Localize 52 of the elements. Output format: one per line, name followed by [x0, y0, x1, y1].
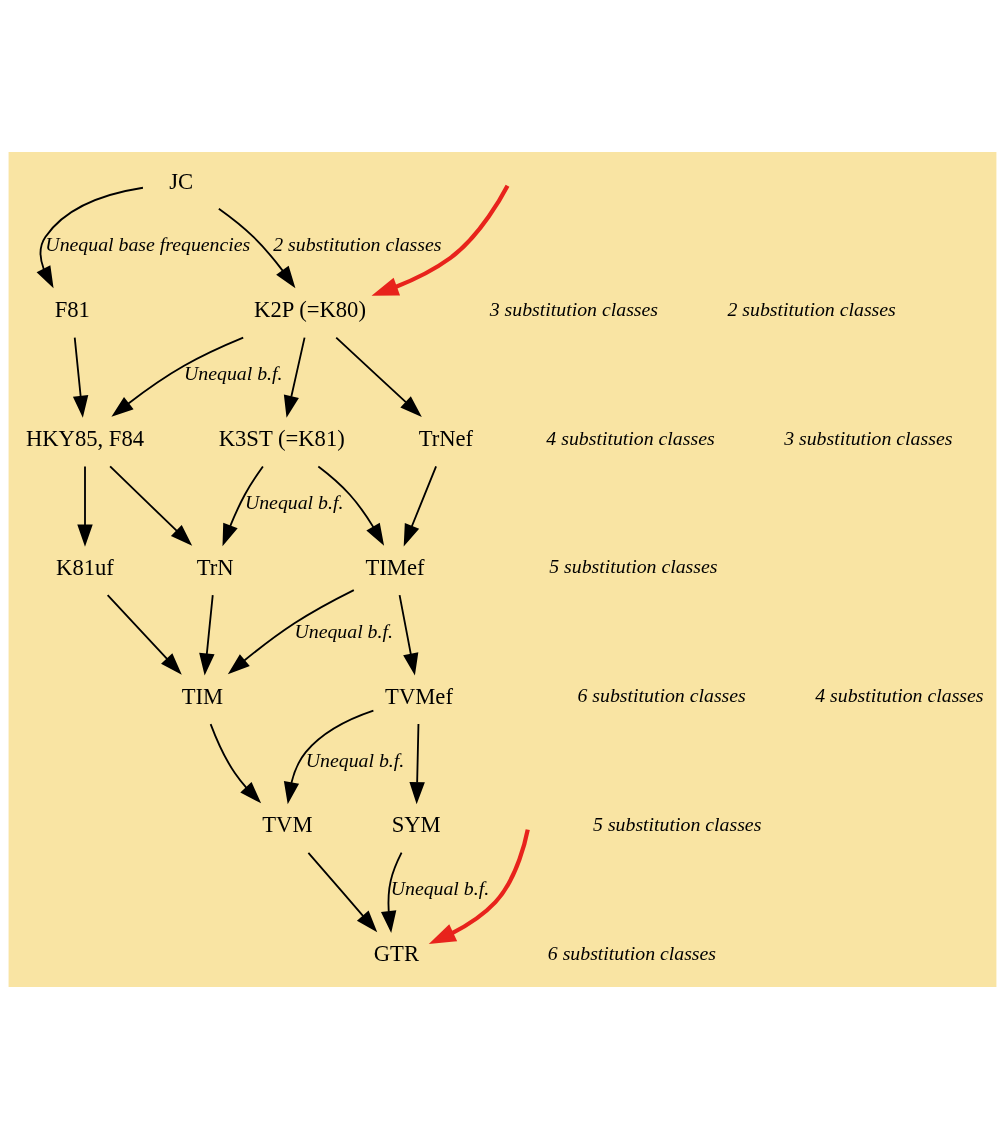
arrow [222, 465, 264, 547]
edge-label: 2 substitution classes [273, 233, 442, 256]
node-text: TIMef [365, 554, 425, 580]
edge-label: Unequal b.f. [390, 877, 490, 900]
node-text: TIM [181, 683, 224, 709]
label: 4 substitution classes [546, 426, 715, 449]
arrow [106, 594, 182, 675]
node-text: K2P (=K80) [254, 297, 366, 323]
edge-label: Unequal b.f. [244, 490, 344, 513]
node-text: K3ST (=K81) [218, 426, 345, 452]
arrow [36, 186, 144, 289]
arrow [199, 594, 215, 676]
arrow [307, 851, 378, 933]
label: 6 substitution classes [577, 684, 746, 707]
label: 5 substitution classes [593, 812, 762, 835]
arrow [209, 723, 262, 804]
arrow [227, 589, 355, 675]
edge-label: Unequal base frequencies [45, 233, 251, 256]
label: 4 substitution classes [815, 684, 984, 707]
node-text: JC [169, 168, 194, 194]
arrow [380, 851, 403, 934]
node-text: TVM [262, 812, 313, 838]
arrow [111, 336, 245, 417]
arrow [217, 207, 296, 289]
arrow [317, 465, 385, 546]
label: 3 substitution classes [489, 297, 659, 320]
node-text: K81uf [56, 554, 114, 580]
arrow [409, 723, 425, 805]
node-text: F81 [54, 297, 90, 323]
node-text: TVMef [385, 683, 453, 709]
node-text: GTR [373, 941, 419, 967]
arrow [72, 336, 89, 418]
edge-label: Unequal b.f. [305, 748, 405, 771]
node-text: TrNef [418, 426, 474, 452]
label: 2 substitution classes [727, 297, 896, 320]
arrow [283, 336, 306, 418]
label: 5 substitution classes [549, 555, 718, 578]
arrow [109, 465, 193, 546]
node-text: SYM [391, 812, 441, 838]
node-text: TrN [196, 554, 234, 580]
edge-label: Unequal b.f. [184, 362, 283, 385]
arrow [428, 829, 530, 945]
edge-label: Unequal b.f. [294, 619, 393, 642]
label: 6 substitution classes [547, 941, 717, 964]
arrow [77, 465, 93, 547]
label: 3 substitution classes [784, 426, 953, 449]
arrow [403, 465, 437, 547]
node-text: HKY85, F84 [25, 426, 145, 452]
arrow [371, 184, 510, 296]
arrow [335, 336, 422, 417]
arrow [398, 594, 419, 676]
arrow [283, 709, 375, 805]
